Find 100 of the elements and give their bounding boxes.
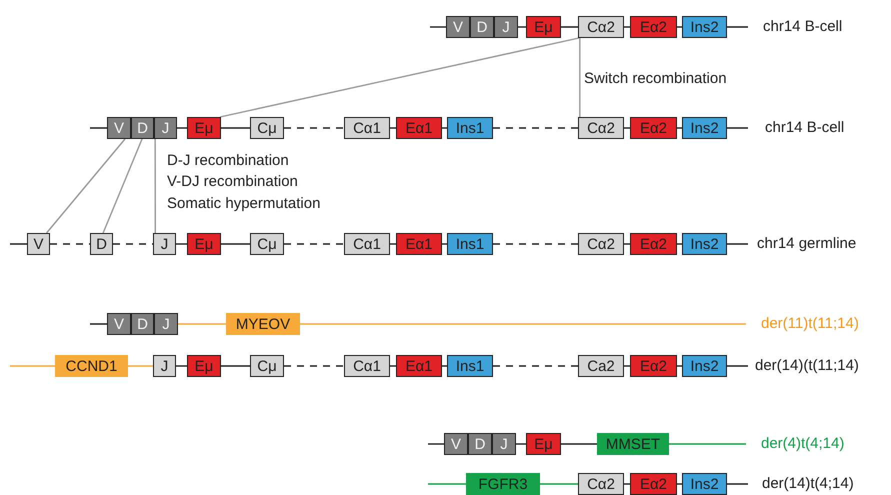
chromosome-line bbox=[50, 243, 90, 245]
recombination-line bbox=[154, 139, 156, 233]
gene-segment-box: D bbox=[90, 233, 113, 255]
gene-segment-box: Eα2 bbox=[630, 355, 677, 377]
gene-segment-box: Eμ bbox=[526, 16, 561, 38]
chromosome-line bbox=[128, 365, 153, 367]
gene-segment-box: Cα2 bbox=[578, 117, 624, 139]
gene-segment-box: Cα2 bbox=[578, 16, 624, 38]
chromosome-line bbox=[561, 443, 597, 445]
annotation-text: der(11)t(11;14) bbox=[761, 315, 859, 333]
chromosome-line bbox=[90, 323, 107, 325]
gene-segment-box: D bbox=[468, 433, 492, 455]
gene-segment-box: Eμ bbox=[187, 117, 221, 139]
recombination-line bbox=[102, 138, 143, 234]
chromosome-line bbox=[90, 127, 107, 129]
gene-segment-box: FGFR3 bbox=[466, 473, 540, 495]
gene-segment-box: Eμ bbox=[187, 233, 221, 255]
chromosome-line bbox=[493, 243, 578, 245]
gene-segment-box: J bbox=[494, 16, 518, 38]
gene-segment-box: V bbox=[107, 313, 131, 335]
annotation-text: Somatic hypermutation bbox=[167, 195, 320, 213]
gene-segment-box: Cμ bbox=[250, 355, 284, 377]
gene-segment-box: Cα1 bbox=[344, 233, 390, 255]
gene-segment-box: Ins2 bbox=[682, 355, 727, 377]
chromosome-line bbox=[727, 26, 748, 28]
gene-segment-box: Eα2 bbox=[630, 117, 677, 139]
gene-segment-box: Ins1 bbox=[447, 117, 493, 139]
annotation-text: der(4)t(4;14) bbox=[761, 435, 844, 453]
annotation-text: V-DJ recombination bbox=[167, 173, 298, 191]
chromosome-line bbox=[113, 243, 153, 245]
gene-segment-box: Cα2 bbox=[578, 473, 624, 495]
track-label: chr14 B-cell bbox=[765, 119, 844, 137]
chromosome-line bbox=[727, 365, 748, 367]
gene-segment-box: Ins2 bbox=[682, 16, 727, 38]
gene-segment-box: D bbox=[470, 16, 494, 38]
chromosome-line bbox=[284, 127, 344, 129]
gene-segment-box: Cα2 bbox=[578, 233, 624, 255]
recombination-line bbox=[46, 138, 126, 234]
gene-segment-box: J bbox=[154, 313, 178, 335]
gene-segment-box: Ins1 bbox=[447, 355, 493, 377]
chromosome-line bbox=[561, 26, 578, 28]
gene-segment-box: Cα1 bbox=[344, 117, 390, 139]
gene-segment-box: Eα1 bbox=[396, 355, 442, 377]
chromosome-line bbox=[221, 243, 250, 245]
track-label: chr14 germline bbox=[757, 235, 856, 253]
chromosome-line bbox=[516, 443, 526, 445]
gene-segment-box: Ca2 bbox=[578, 355, 624, 377]
gene-segment-box: Ins2 bbox=[682, 233, 727, 255]
recombination-line bbox=[220, 37, 580, 118]
gene-segment-box: Ins2 bbox=[682, 473, 727, 495]
chromosome-line bbox=[493, 127, 578, 129]
gene-segment-box: J bbox=[154, 117, 177, 139]
gene-segment-box: V bbox=[446, 16, 470, 38]
annotation-text: D-J recombination bbox=[167, 152, 289, 170]
gene-segment-box: Eα2 bbox=[630, 16, 677, 38]
annotation-text: Switch recombination bbox=[584, 70, 727, 88]
chromosome-line bbox=[430, 26, 446, 28]
chromosome-line bbox=[177, 127, 187, 129]
gene-segment-box: Cμ bbox=[250, 117, 284, 139]
chromosome-line bbox=[428, 443, 444, 445]
gene-segment-box: Eμ bbox=[187, 355, 221, 377]
chromosome-line bbox=[493, 365, 578, 367]
chromosome-line bbox=[727, 127, 748, 129]
chromosome-line bbox=[178, 323, 226, 325]
chromosome-line bbox=[300, 323, 746, 325]
gene-segment-box: MYEOV bbox=[226, 313, 300, 335]
gene-segment-box: J bbox=[492, 433, 516, 455]
chromosome-line bbox=[284, 365, 344, 367]
track-label: der(14)(t(11;14) bbox=[755, 357, 859, 375]
recombination-line bbox=[579, 38, 581, 117]
chromosome-line bbox=[284, 243, 344, 245]
chromosome-line bbox=[727, 243, 748, 245]
gene-segment-box: Cα1 bbox=[344, 355, 390, 377]
chromosome-line bbox=[221, 365, 250, 367]
gene-segment-box: Eα2 bbox=[630, 473, 677, 495]
gene-segment-box: Eα1 bbox=[396, 117, 442, 139]
chromosome-line bbox=[10, 243, 27, 245]
chromosome-line bbox=[727, 483, 748, 485]
gene-segment-box: V bbox=[27, 233, 50, 255]
gene-segment-box: D bbox=[131, 313, 154, 335]
gene-segment-box: Eμ bbox=[526, 433, 561, 455]
gene-segment-box: Ins2 bbox=[682, 117, 727, 139]
track-label: der(14)t(4;14) bbox=[762, 475, 854, 493]
chromosome-line bbox=[176, 243, 187, 245]
gene-segment-box: MMSET bbox=[597, 433, 669, 455]
gene-segment-box: Eα2 bbox=[630, 233, 677, 255]
gene-segment-box: V bbox=[107, 117, 131, 139]
gene-segment-box: CCND1 bbox=[55, 355, 128, 377]
gene-segment-box: J bbox=[153, 233, 176, 255]
chromosome-line bbox=[10, 365, 55, 367]
chromosome-line bbox=[176, 365, 187, 367]
gene-segment-box: Cμ bbox=[250, 233, 284, 255]
chromosome-line bbox=[428, 483, 466, 485]
gene-segment-box: V bbox=[444, 433, 468, 455]
chromosome-line bbox=[221, 127, 250, 129]
chromosome-line bbox=[540, 483, 578, 485]
track-label: chr14 B-cell bbox=[763, 18, 842, 36]
gene-segment-box: Eα1 bbox=[396, 233, 442, 255]
gene-segment-box: Ins1 bbox=[447, 233, 493, 255]
chromosome-line bbox=[669, 443, 746, 445]
